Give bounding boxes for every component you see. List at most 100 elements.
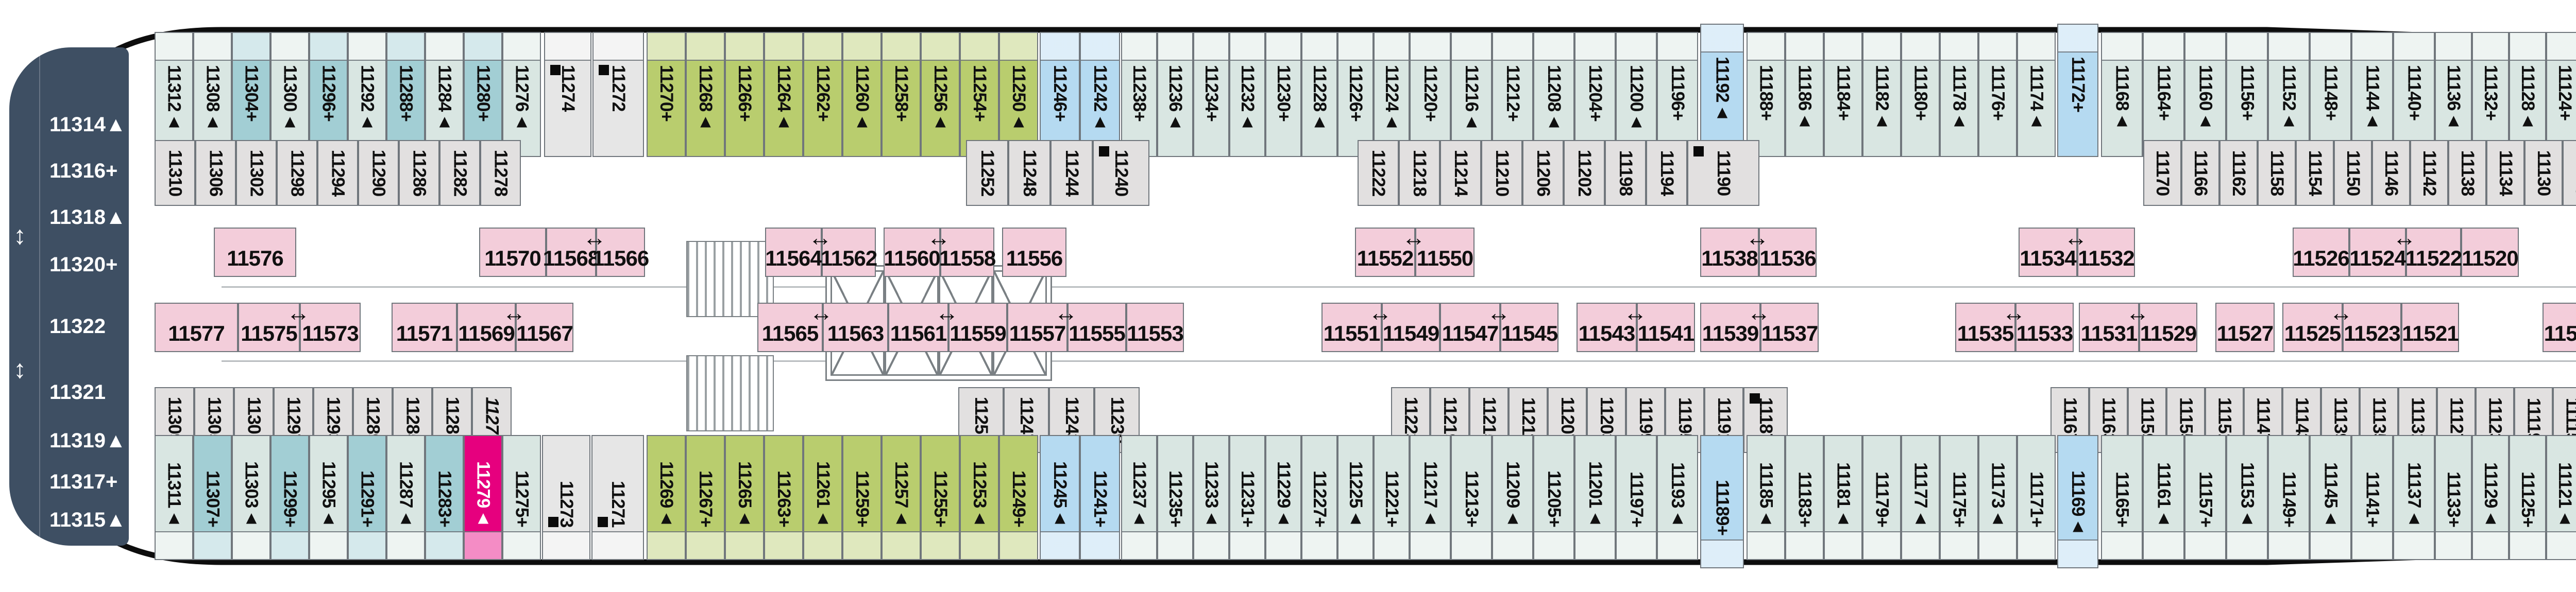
cabin-11253[interactable]: 11253▲ xyxy=(960,435,999,560)
cabin-11185[interactable]: 11185▲ xyxy=(1747,435,1785,560)
cabin-11173[interactable]: 11173▲ xyxy=(1978,435,2017,560)
cabin-11238[interactable]: 11238+ xyxy=(1121,32,1157,157)
cabin-11222[interactable]: 11222 xyxy=(1358,140,1399,206)
cabin-11252[interactable]: 11252 xyxy=(966,140,1008,206)
cabin-11156[interactable]: 11156+ xyxy=(2226,32,2268,157)
cabin-11202[interactable]: 11202 xyxy=(1564,140,1605,206)
cabin-11133[interactable]: 11133+ xyxy=(2435,435,2472,560)
cabin-11543[interactable]: 11543 xyxy=(1577,303,1637,352)
cabin-11532[interactable]: 11532 xyxy=(2077,228,2135,277)
cabin-11314[interactable]: 11314▲ xyxy=(49,113,126,136)
cabin-11573[interactable]: 11573 xyxy=(300,303,361,352)
cabin-11295[interactable]: 11295▲ xyxy=(309,435,348,560)
cabin-11258[interactable]: 11258+ xyxy=(882,32,921,157)
cabin-11144[interactable]: 11144▲ xyxy=(2351,32,2393,157)
cabin-11150[interactable]: 11150 xyxy=(2334,140,2372,206)
cabin-11162[interactable]: 11162 xyxy=(2219,140,2258,206)
cabin-11125[interactable]: 11125+ xyxy=(2509,435,2546,560)
cabin-11175[interactable]: 11175+ xyxy=(1940,435,1978,560)
cabin-11319[interactable]: 11319▲ xyxy=(49,429,126,452)
cabin-11556[interactable]: 11556 xyxy=(1002,228,1066,277)
cabin-11318[interactable]: 11318▲ xyxy=(49,206,126,229)
cabin-11311[interactable]: 11311▲ xyxy=(155,435,193,560)
cabin-11264[interactable]: 11264▲ xyxy=(764,32,803,157)
cabin-11242[interactable]: 11242▲ xyxy=(1080,32,1120,157)
cabin-11235[interactable]: 11235+ xyxy=(1157,435,1193,560)
cabin-11575[interactable]: 11575 xyxy=(238,303,300,352)
cabin-11559[interactable]: 11559 xyxy=(948,303,1007,352)
cabin-11169[interactable]: 11169▲ xyxy=(2057,435,2098,568)
cabin-11308[interactable]: 11308▲ xyxy=(193,32,232,157)
cabin-11189[interactable]: 11189+ xyxy=(1700,435,1744,568)
cabin-11140[interactable]: 11140+ xyxy=(2393,32,2435,157)
cabin-11268[interactable]: 11268▲ xyxy=(686,32,725,157)
cabin-11170[interactable]: 11170 xyxy=(2143,140,2181,206)
cabin-11205[interactable]: 11205+ xyxy=(1533,435,1574,560)
cabin-11224[interactable]: 11224▲ xyxy=(1374,32,1410,157)
cabin-11519[interactable]: 11519 xyxy=(2543,303,2576,352)
cabin-11214[interactable]: 11214 xyxy=(1440,140,1481,206)
cabin-11294[interactable]: 11294 xyxy=(317,140,358,206)
cabin-11165[interactable]: 11165+ xyxy=(2101,435,2143,560)
cabin-11316[interactable]: 11316+ xyxy=(49,160,118,182)
cabin-11174[interactable]: 11174▲ xyxy=(2017,32,2056,157)
cabin-11524[interactable]: 11524 xyxy=(2349,228,2406,277)
cabin-11306[interactable]: 11306 xyxy=(195,140,236,206)
cabin-11521[interactable]: 11521 xyxy=(2401,303,2459,352)
cabin-11541[interactable]: 11541 xyxy=(1637,303,1695,352)
cabin-11568[interactable]: 11568 xyxy=(543,228,600,277)
cabin-11130[interactable]: 11130 xyxy=(2524,140,2563,206)
cabin-11537[interactable]: 11537 xyxy=(1760,303,1819,352)
cabin-11547[interactable]: 11547 xyxy=(1440,303,1500,352)
cabin-11137[interactable]: 11137▲ xyxy=(2393,435,2435,560)
cabin-11181[interactable]: 11181▲ xyxy=(1824,435,1862,560)
cabin-11282[interactable]: 11282 xyxy=(439,140,480,206)
cabin-11522[interactable]: 11522 xyxy=(2405,228,2462,277)
cabin-11154[interactable]: 11154 xyxy=(2296,140,2334,206)
cabin-11275[interactable]: 11275+ xyxy=(502,435,541,560)
cabin-11551[interactable]: 11551 xyxy=(1321,303,1382,352)
cabin-11166[interactable]: 11166 xyxy=(2181,140,2219,206)
cabin-11269[interactable]: 11269▲ xyxy=(647,435,686,560)
cabin-11217[interactable]: 11217▲ xyxy=(1410,435,1451,560)
cabin-11257[interactable]: 11257▲ xyxy=(882,435,921,560)
cabin-11302[interactable]: 11302 xyxy=(236,140,277,206)
cabin-11232[interactable]: 11232▲ xyxy=(1229,32,1265,157)
cabin-11136[interactable]: 11136▲ xyxy=(2435,32,2472,157)
cabin-11182[interactable]: 11182▲ xyxy=(1862,32,1901,157)
cabin-11145[interactable]: 11145▲ xyxy=(2310,435,2351,560)
cabin-11273[interactable]: 11273 xyxy=(542,435,590,560)
cabin-11266[interactable]: 11266+ xyxy=(725,32,764,157)
cabin-11157[interactable]: 11157+ xyxy=(2184,435,2226,560)
cabin-11240[interactable]: 11240 xyxy=(1093,140,1149,206)
cabin-11164[interactable]: 11164+ xyxy=(2143,32,2184,157)
cabin-11571[interactable]: 11571 xyxy=(392,303,457,352)
cabin-11538[interactable]: 11538 xyxy=(1700,228,1759,277)
cabin-11265[interactable]: 11265▲ xyxy=(725,435,764,560)
cabin-11287[interactable]: 11287▲ xyxy=(386,435,425,560)
cabin-11227[interactable]: 11227+ xyxy=(1301,435,1337,560)
cabin-11237[interactable]: 11237▲ xyxy=(1121,435,1157,560)
cabin-11576[interactable]: 11576 xyxy=(214,228,296,277)
cabin-11565[interactable]: 11565 xyxy=(757,303,823,352)
cabin-11545[interactable]: 11545 xyxy=(1500,303,1558,352)
cabin-11190[interactable]: 11190 xyxy=(1687,140,1759,206)
cabin-11563[interactable]: 11563 xyxy=(823,303,888,352)
cabin-11525[interactable]: 11525 xyxy=(2282,303,2343,352)
cabin-11298[interactable]: 11298 xyxy=(277,140,317,206)
cabin-11220[interactable]: 11220+ xyxy=(1410,32,1451,157)
cabin-11209[interactable]: 11209▲ xyxy=(1492,435,1533,560)
cabin-11315[interactable]: 11315▲ xyxy=(49,509,126,531)
cabin-11535[interactable]: 11535 xyxy=(1955,303,2015,352)
cabin-11177[interactable]: 11177▲ xyxy=(1901,435,1940,560)
cabin-11307[interactable]: 11307+ xyxy=(193,435,232,560)
cabin-11233[interactable]: 11233▲ xyxy=(1193,435,1229,560)
cabin-11245[interactable]: 11245▲ xyxy=(1040,435,1080,560)
cabin-11263[interactable]: 11263+ xyxy=(764,435,803,560)
cabin-11529[interactable]: 11529 xyxy=(2139,303,2197,352)
cabin-11183[interactable]: 11183+ xyxy=(1785,435,1824,560)
cabin-11249[interactable]: 11249+ xyxy=(999,435,1038,560)
cabin-11179[interactable]: 11179+ xyxy=(1862,435,1901,560)
cabin-11570[interactable]: 11570 xyxy=(479,228,546,277)
cabin-11184[interactable]: 11184+ xyxy=(1824,32,1862,157)
